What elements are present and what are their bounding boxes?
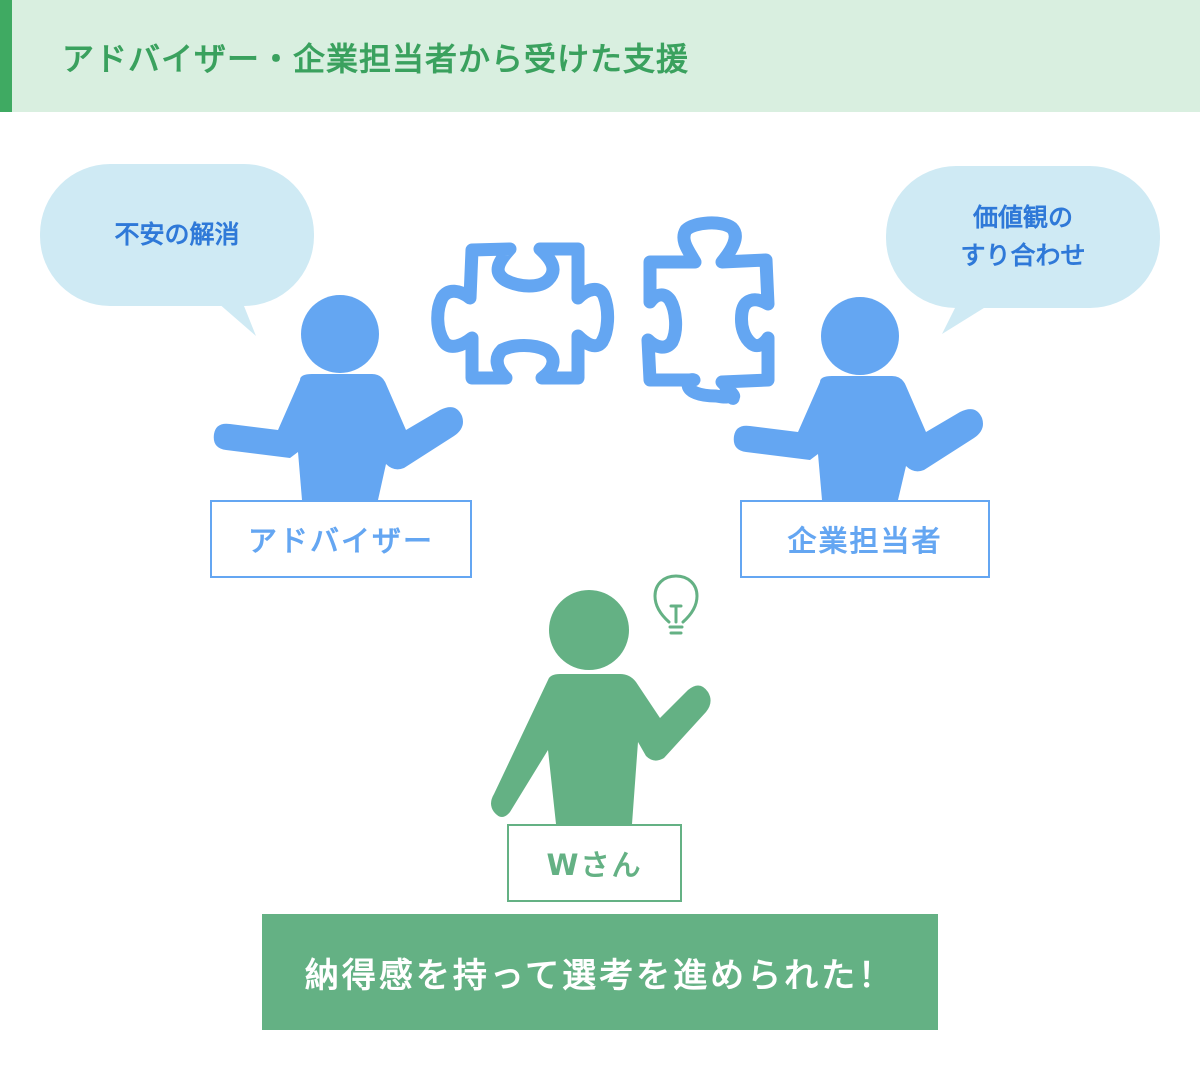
candidate-label: Wさん [507, 824, 682, 902]
speech-bubble-adviser: 不安の解消 [40, 164, 314, 306]
page-title: アドバイザー・企業担当者から受けた支援 [62, 40, 690, 78]
bubble-left-tail [210, 296, 256, 336]
result-banner: 納得感を持って選考を進められた！ [262, 914, 938, 1030]
bubble-text-values-line2: すり合わせ [960, 241, 1086, 270]
adviser-label: アドバイザー [210, 500, 472, 578]
bubble-text-values-line1: 価値観の [972, 203, 1073, 232]
header-accent-bar [0, 0, 12, 112]
adviser-figure [213, 295, 463, 500]
bubble-text-relief: 不安の解消 [114, 220, 240, 249]
company-rep-figure [733, 297, 983, 500]
adviser-label-text: アドバイザー [247, 524, 434, 558]
company-rep-label: 企業担当者 [740, 500, 990, 578]
result-text: 納得感を持って選考を進められた！ [304, 955, 896, 996]
speech-bubble-company: 価値観の すり合わせ [886, 166, 1160, 308]
header-banner: アドバイザー・企業担当者から受けた支援 [0, 0, 1200, 112]
puzzle-piece-icon [641, 216, 775, 405]
puzzle-piece-icon [431, 242, 615, 385]
company-rep-label-text: 企業担当者 [787, 524, 943, 558]
lightbulb-icon [653, 574, 699, 635]
candidate-label-text: Wさん [546, 848, 643, 882]
candidate-figure [491, 590, 711, 824]
